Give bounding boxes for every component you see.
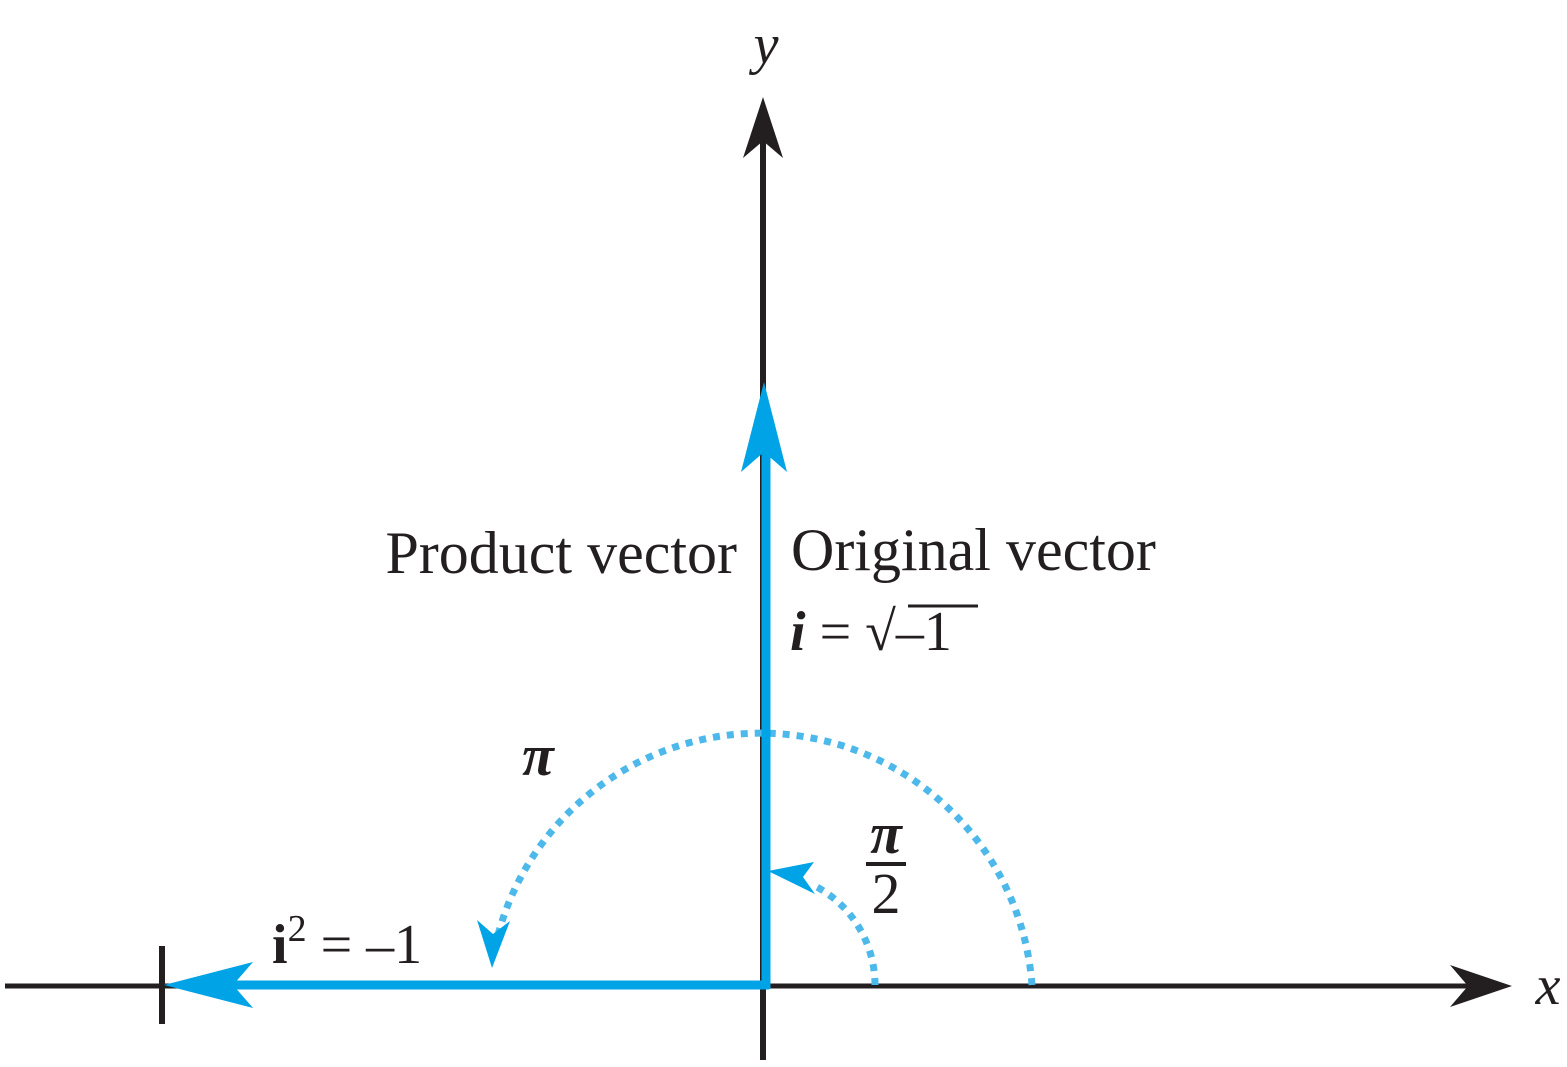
i-squared-equation: i2 = –1	[272, 908, 422, 976]
equals-sign: =	[806, 601, 866, 663]
original-vector-arrowhead	[741, 382, 787, 472]
x-axis-label: x	[1535, 955, 1561, 1017]
i-squared-exponent: 2	[288, 908, 307, 950]
y-axis-label: y	[749, 14, 779, 76]
pi-label: π	[522, 723, 555, 788]
half-pi-denominator: 2	[872, 861, 901, 926]
arc-pi-arrowhead	[477, 920, 510, 968]
half-pi-numerator: π	[870, 801, 903, 866]
i-squared-rhs: = –1	[307, 914, 423, 976]
arc-half-pi-arrowhead	[768, 862, 815, 894]
original-vector-label: Original vector	[791, 517, 1156, 583]
svg-text:i = √–1: i = √–1	[790, 601, 952, 663]
radicand: –1	[895, 601, 952, 663]
product-vector-arrowhead	[164, 962, 253, 1008]
half-pi-label: π 2	[866, 801, 906, 926]
x-axis-arrowhead	[1450, 965, 1512, 1007]
i-definition: i = √–1	[790, 601, 978, 663]
arc-half-pi	[809, 880, 879, 986]
radical-sign: √	[865, 601, 896, 663]
i-squared-base: i	[272, 914, 288, 976]
y-axis-arrowhead	[743, 97, 783, 158]
product-vector-label: Product vector	[385, 520, 737, 586]
i-symbol: i	[790, 601, 806, 663]
arc-pi	[490, 729, 1036, 986]
